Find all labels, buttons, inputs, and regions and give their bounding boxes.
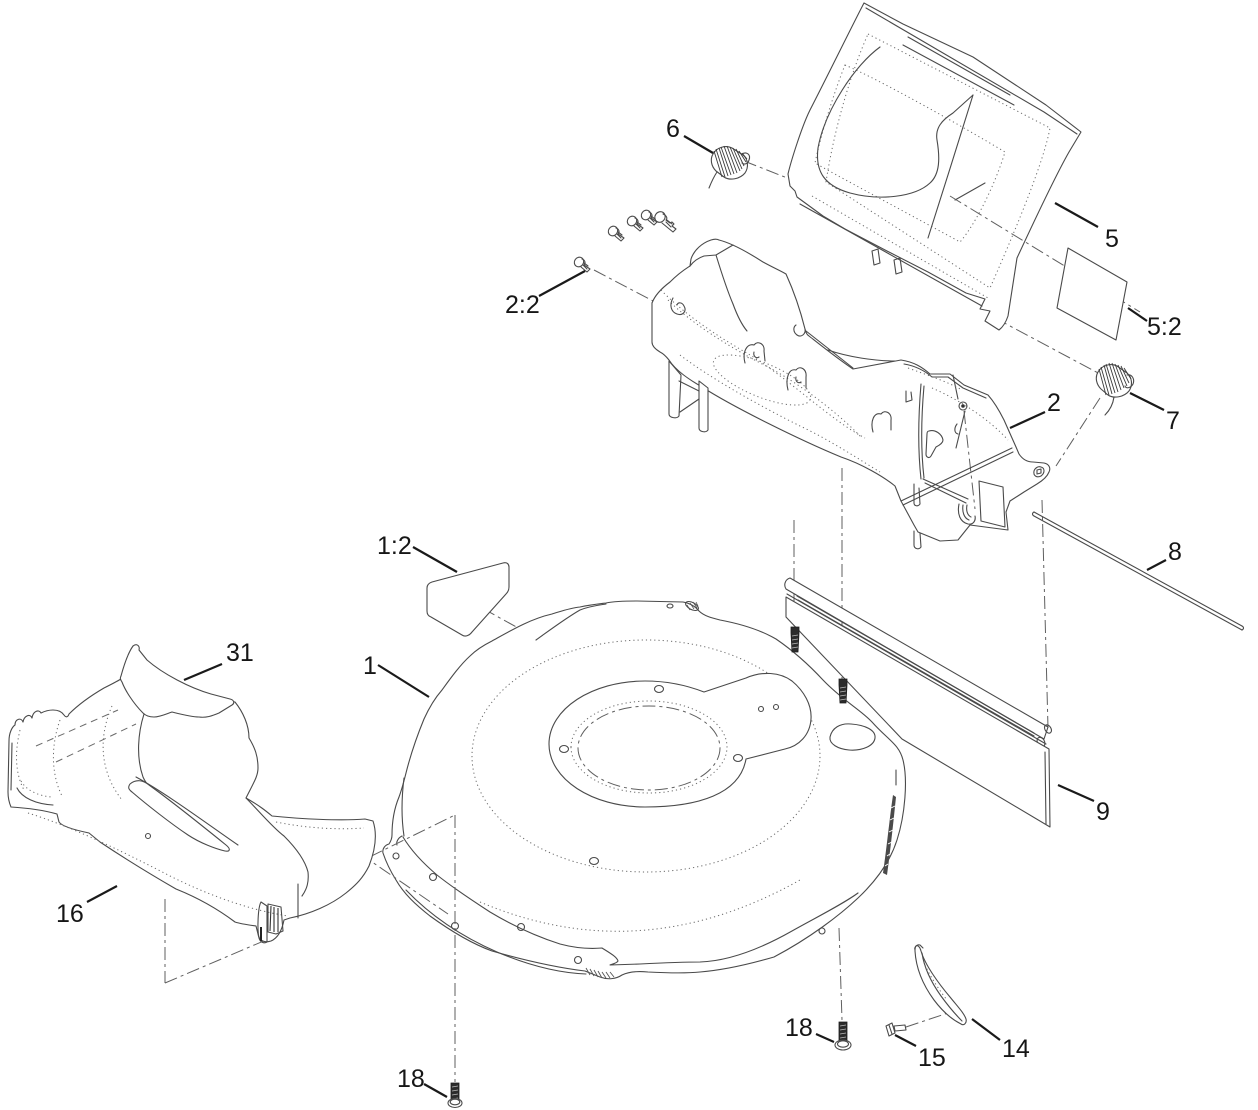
svg-text:2:2: 2:2 <box>505 291 540 319</box>
svg-text:9: 9 <box>1096 798 1110 826</box>
svg-text:2: 2 <box>1047 389 1061 417</box>
svg-text:7: 7 <box>1166 407 1180 435</box>
svg-text:1: 1 <box>363 652 377 680</box>
svg-text:5:2: 5:2 <box>1147 313 1182 341</box>
svg-text:18: 18 <box>785 1014 813 1042</box>
svg-text:8: 8 <box>1168 538 1182 566</box>
svg-text:16: 16 <box>56 900 84 928</box>
svg-text:1:2: 1:2 <box>377 532 412 560</box>
svg-text:18: 18 <box>397 1065 425 1093</box>
svg-text:15: 15 <box>918 1044 946 1072</box>
svg-text:31: 31 <box>226 639 254 667</box>
svg-text:14: 14 <box>1002 1035 1030 1063</box>
svg-text:6: 6 <box>666 115 680 143</box>
svg-text:5: 5 <box>1105 225 1119 253</box>
